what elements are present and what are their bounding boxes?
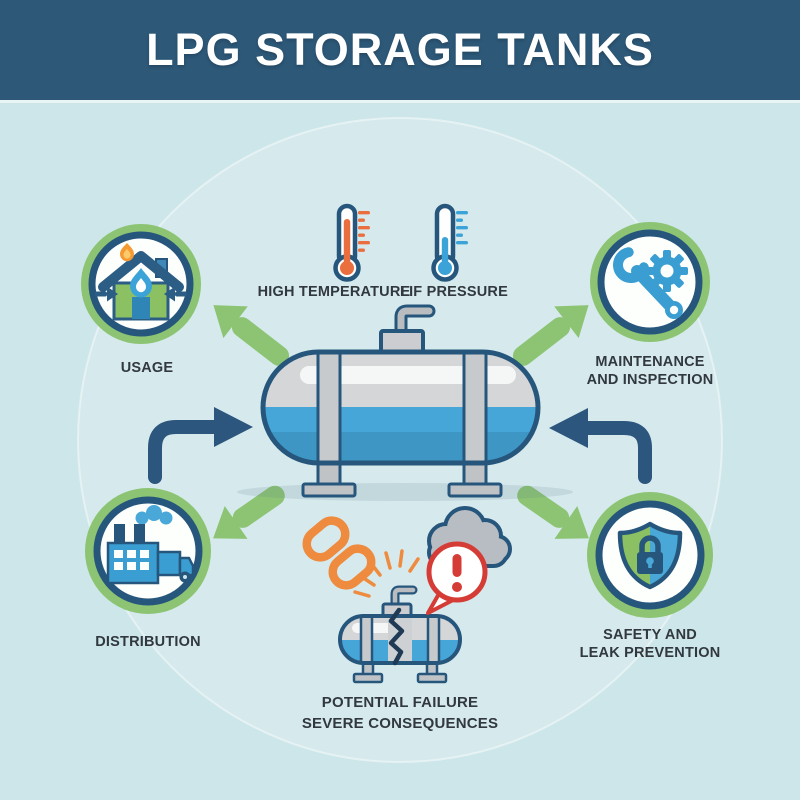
house-flame-icon bbox=[95, 243, 187, 321]
wrench-gear-icon bbox=[613, 247, 688, 319]
green-arrow-usage bbox=[213, 305, 290, 366]
wrench-icon bbox=[613, 247, 683, 319]
tank-shadow bbox=[237, 483, 573, 501]
lpg-tank-icon bbox=[237, 304, 573, 501]
node-usage-circle bbox=[81, 224, 201, 344]
green-arrow-safety bbox=[517, 485, 589, 539]
failure-label: POTENTIAL FAILURE SEVERE CONSEQUENCES bbox=[302, 692, 498, 734]
thermometer-temperature-icon bbox=[333, 203, 370, 282]
distribution-label: DISTRIBUTION bbox=[95, 634, 201, 650]
smoke-puffs bbox=[135, 505, 173, 525]
pressure-label: LIF PRESSURE bbox=[400, 284, 508, 300]
dark-arrow-right bbox=[549, 408, 652, 484]
shield-lock-icon bbox=[617, 521, 683, 590]
padlock-icon bbox=[637, 535, 663, 574]
green-arrow-maintenance bbox=[512, 305, 589, 366]
failure-label-line2: SEVERE CONSEQUENCES bbox=[301, 715, 499, 732]
dark-arrow-left bbox=[148, 407, 253, 484]
roof-flame-icon bbox=[120, 243, 134, 262]
exclamation-icon bbox=[452, 554, 462, 592]
maintenance-label-line2: AND INSPECTION bbox=[586, 372, 714, 388]
safety-label-line2: LEAK PREVENTION bbox=[579, 645, 721, 661]
thermometer-pressure-icon bbox=[431, 203, 468, 282]
header: LPG STORAGE TANKS bbox=[0, 0, 800, 103]
safety-label: SAFETY AND LEAK PREVENTION bbox=[580, 626, 721, 662]
tank-valve-icon bbox=[379, 304, 436, 355]
failure-label-line1: POTENTIAL FAILURE bbox=[321, 694, 479, 711]
green-arrow-distribution bbox=[213, 485, 285, 539]
node-maintenance-circle bbox=[590, 222, 710, 342]
warning-bubble-icon bbox=[426, 541, 488, 615]
usage-label: USAGE bbox=[120, 360, 174, 376]
node-distribution-circle bbox=[85, 488, 211, 614]
burst-lines bbox=[353, 549, 420, 598]
maintenance-label-line1: MAINTENANCE bbox=[595, 354, 705, 370]
node-safety-circle bbox=[587, 492, 713, 618]
factory-truck-icon bbox=[106, 505, 195, 585]
high-temperature-label: HIGH TEMPERATURE bbox=[257, 284, 411, 300]
page-title: LPG STORAGE TANKS bbox=[146, 24, 654, 75]
safety-label-line1: SAFETY AND bbox=[603, 627, 697, 643]
cracked-tank-icon bbox=[338, 585, 462, 684]
maintenance-label: MAINTENANCE AND INSPECTION bbox=[587, 353, 714, 389]
inward-arrows bbox=[95, 286, 187, 302]
crack-line bbox=[388, 607, 405, 666]
gear-icon bbox=[646, 250, 688, 292]
